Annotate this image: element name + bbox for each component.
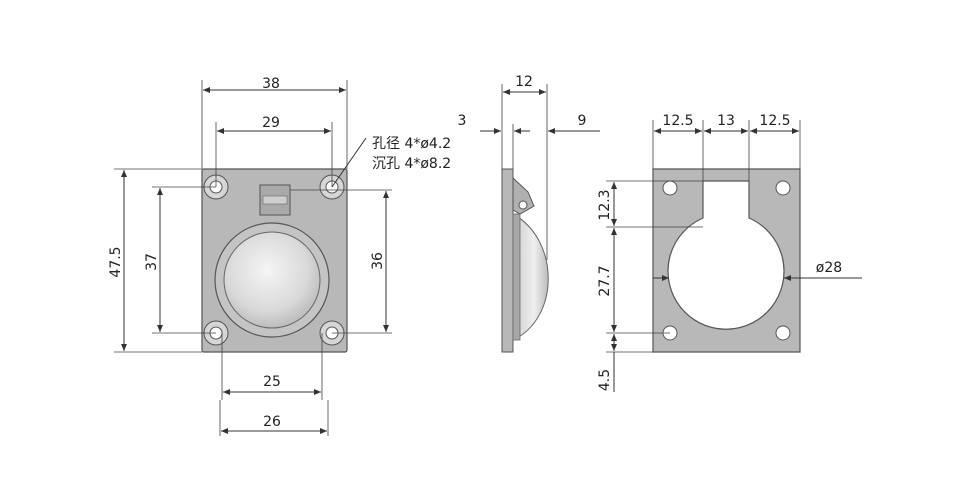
dim-width-mid: 13 xyxy=(717,113,735,129)
ring-tab-logo xyxy=(262,195,288,205)
side-ring-tab xyxy=(512,176,535,215)
dim-ring-offset: 9 xyxy=(578,113,587,129)
front-view: 38 29 孔径 4*ø4.2 沉孔 4*ø8.2 47.5 37 36 25 xyxy=(108,76,451,436)
dim-slot-depth: 12.3 xyxy=(597,189,613,220)
cutout-hole-top-left xyxy=(662,180,678,196)
cutout-view: 12.5 13 12.5 12.3 27.7 4.5 ø28 xyxy=(597,113,862,392)
dim-bottom-offset: 4.5 xyxy=(597,369,613,391)
cutout-hole-bottom-right xyxy=(775,325,791,341)
dim-circle-diameter: ø28 xyxy=(816,260,842,276)
dim-hole-spacing-top: 29 xyxy=(262,115,280,131)
dim-hole-spacing-left: 37 xyxy=(144,253,160,271)
hole-note-line-1: 孔径 4*ø4.2 xyxy=(372,136,451,152)
dim-overall-height: 47.5 xyxy=(108,246,124,277)
dim-depth: 12 xyxy=(515,74,533,90)
side-view: 12 3 9 xyxy=(458,74,600,353)
dim-hole-spacing-right: 36 xyxy=(370,252,386,270)
pull-ring-inner xyxy=(223,231,321,329)
dim-width-right: 12.5 xyxy=(759,113,790,129)
cutout-plate xyxy=(652,168,801,353)
side-cup-wall xyxy=(512,213,521,341)
hole-note-leader xyxy=(331,137,367,188)
dim-overall-width: 38 xyxy=(262,76,280,92)
dim-plate-thickness: 3 xyxy=(458,113,467,129)
cutout-hole-top-right xyxy=(775,180,791,196)
dim-hole-spacing-bottom-inner: 25 xyxy=(263,374,281,390)
side-ring-hole xyxy=(518,200,528,210)
dim-circle-offset: 27.7 xyxy=(597,265,613,296)
dim-hole-spacing-bottom-outer: 26 xyxy=(263,414,281,430)
side-plate xyxy=(501,168,514,353)
hole-note-line-2: 沉孔 4*ø8.2 xyxy=(372,156,451,172)
side-dome xyxy=(512,213,549,341)
dim-width-left: 12.5 xyxy=(662,113,693,129)
